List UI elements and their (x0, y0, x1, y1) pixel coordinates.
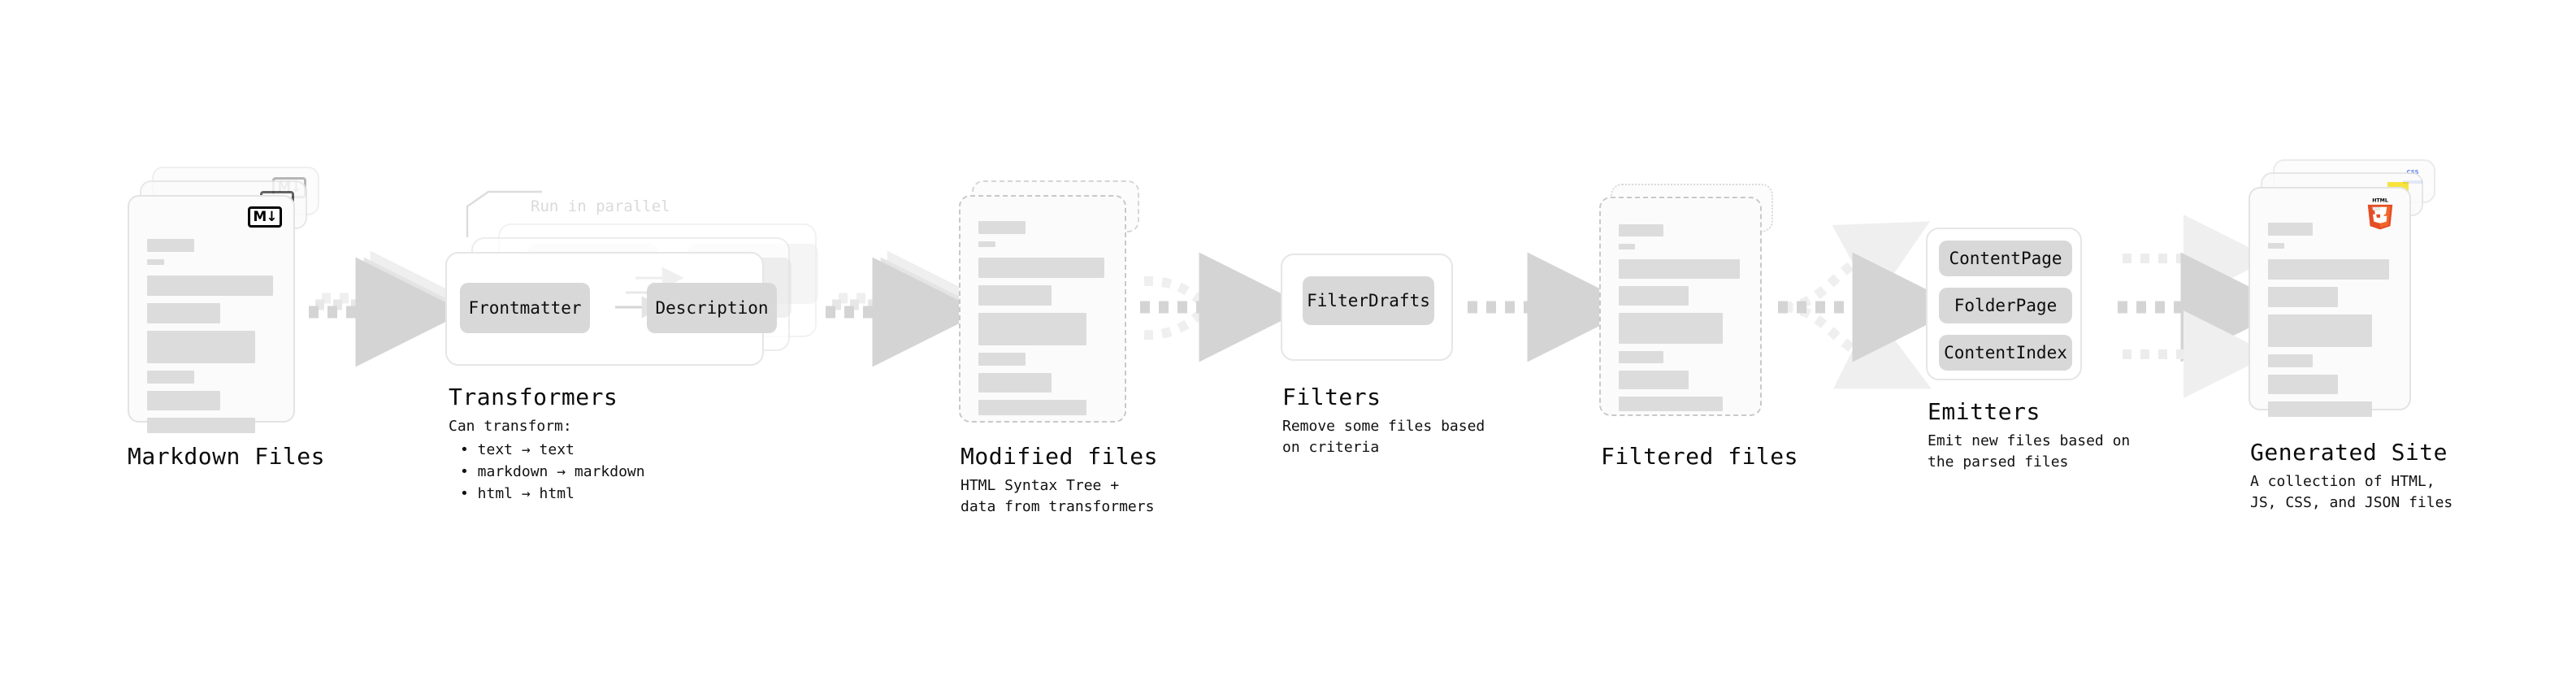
markdown-badge-icon: M↓ (248, 206, 282, 228)
skeleton-bar (1619, 313, 1723, 344)
skeleton-bar (1619, 244, 1636, 249)
skeleton-bar (978, 285, 1052, 306)
skeleton-bar (147, 275, 274, 296)
skeleton-bar (1619, 397, 1723, 411)
generated-card-front: HTML (2249, 187, 2411, 417)
transformers-bullet-item: • html → html (460, 485, 575, 502)
emitter-pill-contentindex[interactable]: ContentIndex (1939, 335, 2072, 371)
arrow-filtered-to-emitters (1778, 221, 1962, 389)
transformers-bullet-item: • text → text (460, 441, 575, 458)
skeleton-bar (2268, 314, 2372, 347)
transformer-pill-description[interactable]: Description (647, 283, 777, 333)
stage-desc-emitters: Emit new files based on the parsed files (1928, 432, 2131, 471)
skeleton-bar (147, 239, 194, 252)
transformer-pill-frontmatter[interactable]: Frontmatter (460, 283, 590, 333)
markdown-card-skeleton (147, 239, 277, 440)
skeleton-bar (1619, 286, 1689, 306)
stage-title-filtered-files: Filtered files (1601, 443, 1799, 470)
stage-desc-filters: Remove some files based on criteria (1282, 418, 1485, 456)
skeleton-bar (978, 221, 1026, 234)
arrow-transformers-to-modified (826, 250, 982, 367)
skeleton-bar (1619, 371, 1689, 389)
skeleton-bar (2268, 401, 2372, 417)
skeleton-bar (2268, 287, 2339, 307)
svg-text:HTML: HTML (2372, 197, 2388, 203)
skeleton-bar (978, 373, 1052, 393)
skeleton-bar (147, 371, 194, 384)
skeleton-bar (1619, 259, 1741, 279)
skeleton-bar (147, 259, 164, 265)
stage-title-modified-files: Modified files (961, 443, 1159, 470)
skeleton-bar (978, 313, 1086, 345)
skeleton-bar (978, 241, 995, 247)
filter-pill-filterdrafts[interactable]: FilterDrafts (1303, 276, 1434, 325)
skeleton-bar (978, 353, 1026, 366)
skeleton-bar (2268, 354, 2314, 367)
modified-card-skeleton (978, 221, 1108, 423)
markdown-card-front: M↓ (128, 195, 295, 433)
skeleton-bar (1619, 351, 1664, 363)
html5-logo-icon: HTML (2366, 197, 2395, 231)
skeleton-bar (147, 391, 220, 410)
skeleton-bar (147, 303, 220, 323)
skeleton-bar (978, 400, 1086, 415)
skeleton-bar (2268, 259, 2390, 280)
skeleton-bar (2268, 223, 2314, 236)
modified-card-front (959, 195, 1126, 423)
transformers-bullet-list: • text → text • markdown → markdown • ht… (460, 439, 645, 505)
stage-title-transformers: Transformers (449, 384, 618, 410)
skeleton-bar (2268, 243, 2285, 249)
skeleton-bar (147, 418, 255, 433)
skeleton-bar (1619, 224, 1664, 236)
arrow-markdown-to-transformers (309, 250, 466, 367)
transformers-desc-heading: Can transform: (449, 418, 572, 435)
emitter-pill-contentpage[interactable]: ContentPage (1939, 241, 2072, 276)
stage-title-emitters: Emitters (1928, 398, 2040, 425)
skeleton-bar (978, 258, 1105, 278)
skeleton-bar (147, 331, 255, 363)
generated-card-skeleton (2268, 223, 2393, 424)
filtered-card-front (1599, 197, 1762, 416)
stage-desc-generated-site: A collection of HTML, JS, CSS, and JSON … (2250, 473, 2453, 511)
skeleton-bar (2268, 375, 2339, 394)
stage-desc-modified-files: HTML Syntax Tree + data from transformer… (961, 477, 1155, 515)
stage-title-markdown-files: Markdown Files (128, 443, 326, 470)
stage-title-generated-site: Generated Site (2250, 439, 2448, 466)
arrow-emitters-to-site (2118, 215, 2291, 398)
filters-panel: FilterDrafts (1281, 254, 1453, 361)
filtered-card-skeleton (1619, 224, 1744, 419)
arrow-modified-to-filters (1140, 252, 1309, 362)
emitter-pill-folderpage[interactable]: FolderPage (1939, 288, 2072, 323)
emitters-panel: ContentPage FolderPage ContentIndex (1926, 228, 2082, 380)
stage-title-filters: Filters (1282, 384, 1381, 410)
transformers-bullet-item: • markdown → markdown (460, 463, 645, 480)
run-in-parallel-note: Run in parallel (531, 197, 670, 215)
